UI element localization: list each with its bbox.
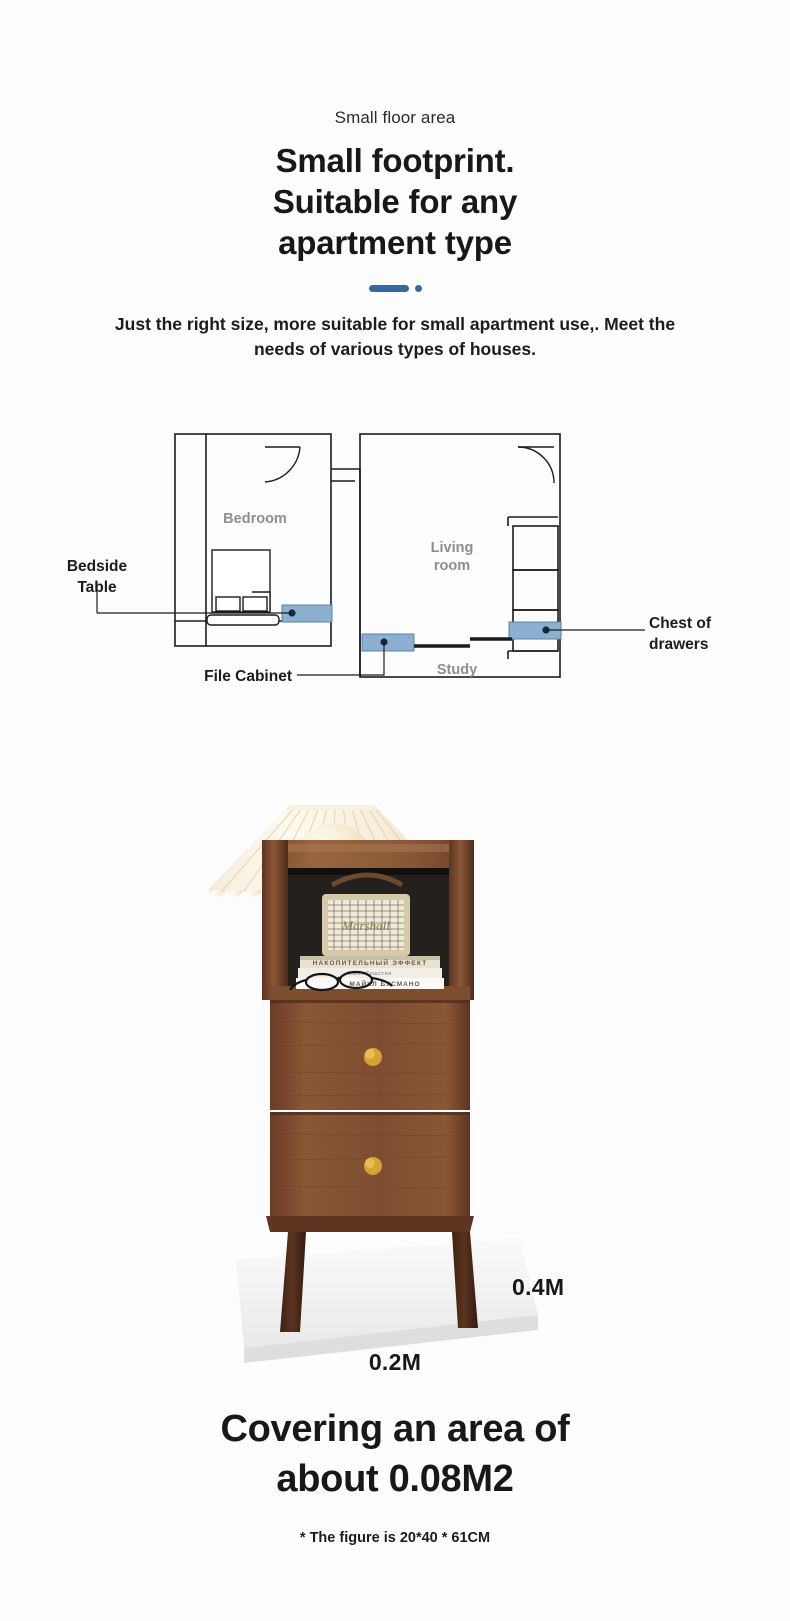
area-summary: Covering an area of about 0.08M2 — [0, 1404, 790, 1504]
bedside-table-body: Marshall НАКОПИТЕЛЬНЫЙ ЭФФЕКТ Маян Гошст… — [262, 840, 474, 1232]
speaker-icon: Marshall — [322, 872, 410, 956]
room-label-bedroom: Bedroom — [223, 511, 287, 527]
measurement-platform — [236, 1238, 538, 1363]
drawer-lower[interactable] — [270, 1112, 470, 1216]
dimension-width-label: 0.2M — [368, 1349, 422, 1375]
room-label-living-room-line2: room — [434, 558, 470, 574]
page-title: Small footprint. Suitable for any apartm… — [0, 140, 790, 263]
headline-line-3: apartment type — [278, 224, 512, 261]
eyeglasses-icon — [289, 970, 393, 992]
room-label-study: Study — [437, 662, 477, 678]
highlight-file-cabinet — [361, 633, 415, 652]
divider-dash-icon — [368, 285, 409, 292]
floor-plan-diagram: Bedroom Living room Study Bedside Table … — [0, 425, 790, 700]
callout-file-cabinet: File Cabinet — [204, 668, 292, 685]
svg-text:Маян Гошстпи: Маян Гошстпи — [348, 971, 392, 977]
room-label-living-room-line1: Living — [431, 540, 474, 556]
footnote-text: * The figure is 20*40 * 61CM — [299, 1530, 491, 1546]
svg-text:НАКОПИТЕЛЬНЫЙ ЭФФЕКТ: НАКОПИТЕЛЬНЫЙ ЭФФЕКТ — [313, 958, 428, 967]
callout-chest-line1: Chest of — [649, 615, 712, 632]
callout-chest-line2: drawers — [649, 636, 708, 653]
callout-bedside-table-line1: Bedside — [67, 558, 128, 575]
subtitle-text: Just the right size, more suitable for s… — [114, 314, 676, 359]
drawer-upper[interactable] — [270, 1000, 470, 1110]
section-divider — [0, 285, 790, 292]
eyebrow-text: Small floor area — [334, 108, 456, 127]
headline-line-2: Suitable for any — [272, 183, 518, 220]
product-image: Marshall НАКОПИТЕЛЬНЫЙ ЭФФЕКТ Маян Гошст… — [0, 700, 790, 1400]
svg-text:МАЙКЛ БУСМАНО: МАЙКЛ БУСМАНО — [349, 979, 420, 988]
headline-line-1: Small footprint. — [275, 142, 515, 179]
dimension-height-label: 0.4M — [512, 1274, 565, 1300]
divider-dot-icon — [414, 285, 422, 292]
svg-text:Marshall: Marshall — [341, 918, 390, 933]
area-summary-line-1: Covering an area of — [220, 1408, 570, 1450]
callout-bedside-table-line2: Table — [77, 579, 117, 596]
table-legs — [280, 1232, 478, 1332]
area-summary-line-2: about 0.08M2 — [276, 1458, 514, 1500]
